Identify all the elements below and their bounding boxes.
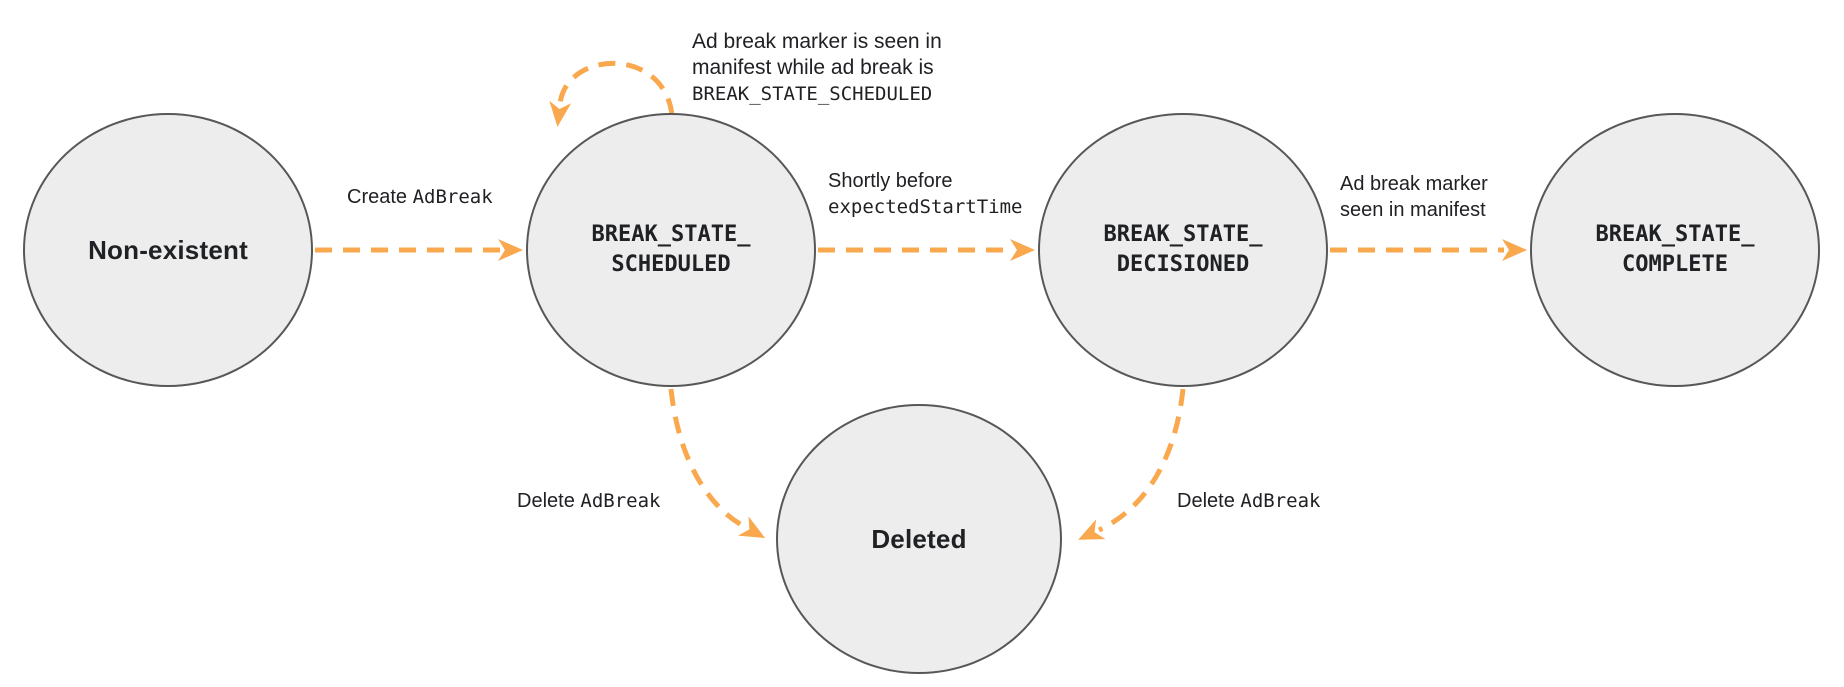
edge-label-self-loop-line1: Ad break marker is seen in: [692, 30, 942, 53]
edge-label-delete-left-text: Delete: [517, 490, 581, 512]
state-label-scheduled-line1: BREAK_STATE_: [591, 222, 751, 247]
edge-label-create-adbreak: Create AdBreak: [347, 184, 493, 210]
edge-label-self-loop: Ad break marker is seen in manifest whil…: [692, 29, 942, 107]
state-label-decisioned-line2: DECISIONED: [1116, 252, 1250, 277]
state-node-deleted: Deleted: [776, 404, 1062, 674]
state-node-break-state-scheduled: BREAK_STATE_ SCHEDULED: [526, 113, 816, 387]
state-label-decisioned-line1: BREAK_STATE_: [1103, 222, 1263, 247]
state-label-non-existent: Non-existent: [88, 234, 248, 265]
state-label-deleted: Deleted: [871, 523, 967, 554]
arrow-self-loop-scheduled: [549, 60, 675, 127]
edge-label-delete-right-text: Delete: [1177, 490, 1241, 512]
arrow-scheduled-to-deleted: [668, 388, 766, 539]
state-node-break-state-decisioned: BREAK_STATE_ DECISIONED: [1038, 113, 1328, 387]
edge-label-marker-seen-line1: Ad break marker: [1340, 173, 1488, 195]
state-node-non-existent: Non-existent: [23, 113, 313, 387]
edge-label-self-loop-line2: manifest while ad break is: [692, 56, 934, 79]
edge-label-delete-right-code: AdBreak: [1240, 490, 1321, 512]
state-label-complete-line1: BREAK_STATE_: [1595, 222, 1755, 247]
edge-label-delete-left-code: AdBreak: [580, 490, 661, 512]
edge-label-create-text: Create: [347, 186, 413, 208]
edge-label-delete-adbreak-left: Delete AdBreak: [517, 488, 660, 514]
edge-label-self-loop-code: BREAK_STATE_SCHEDULED: [692, 83, 933, 105]
edge-label-marker-seen-line2: seen in manifest: [1340, 199, 1486, 221]
edge-label-shortly-before-text: Shortly before: [828, 170, 953, 192]
edge-label-expected-start-time-code: expectedStartTime: [828, 196, 1023, 218]
state-label-complete-line2: COMPLETE: [1622, 252, 1728, 277]
edge-label-delete-adbreak-right: Delete AdBreak: [1177, 488, 1320, 514]
state-node-break-state-complete: BREAK_STATE_ COMPLETE: [1530, 113, 1820, 387]
edge-label-marker-seen: Ad break marker seen in manifest: [1340, 171, 1488, 223]
state-label-scheduled-line2: SCHEDULED: [611, 252, 731, 277]
arrow-decisioned-to-deleted: [1078, 388, 1186, 540]
edge-label-create-code: AdBreak: [412, 186, 493, 208]
edge-label-shortly-before: Shortly before expectedStartTime: [828, 168, 1022, 220]
